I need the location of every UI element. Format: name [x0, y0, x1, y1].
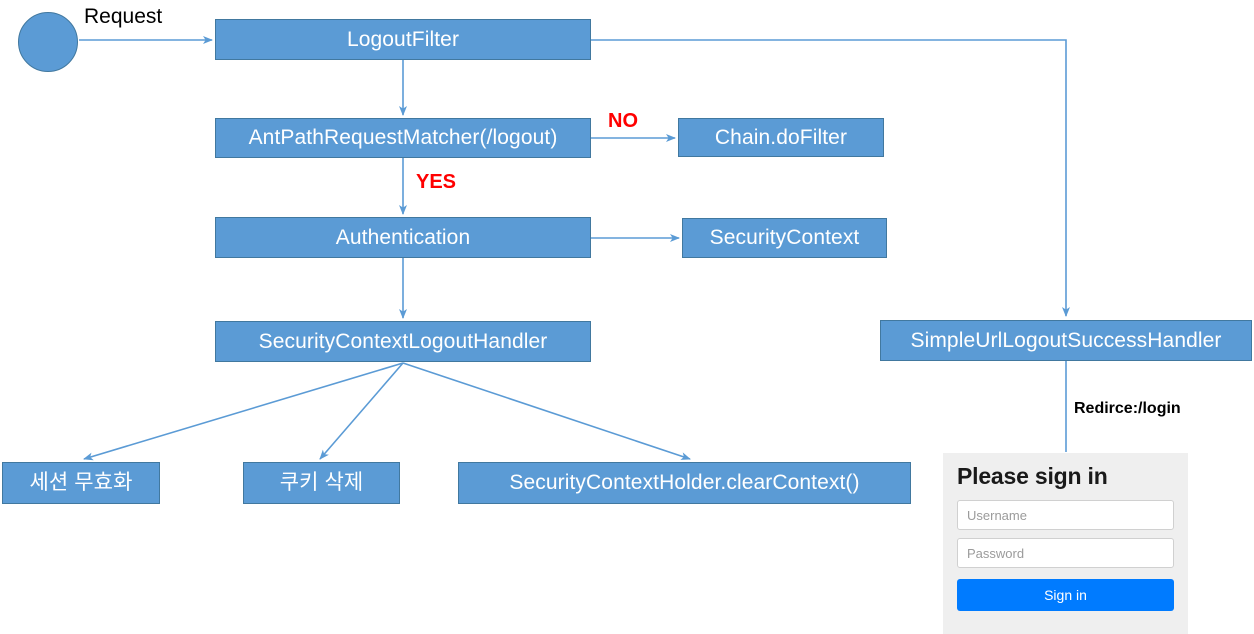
node-session-invalidate[interactable]: 세션 무효화 [2, 462, 160, 504]
edge-label-request: Request [84, 5, 163, 28]
node-chain-dofilter[interactable]: Chain.doFilter [678, 118, 884, 157]
node-session-invalidate-label: 세션 무효화 [29, 471, 133, 495]
signin-panel: Please sign in Username Password Sign in [943, 453, 1188, 634]
edge-label-redirect: Redirce:/login [1074, 400, 1181, 417]
node-ant-path-request-matcher-label: AntPathRequestMatcher(/logout) [248, 126, 558, 150]
signin-submit-button[interactable]: Sign in [957, 579, 1174, 611]
edge-logouthandler-to-clearcontext [402, 362, 691, 460]
node-security-context-logout-handler[interactable]: SecurityContextLogoutHandler [215, 321, 591, 362]
node-logout-filter[interactable]: LogoutFilter [215, 19, 591, 60]
node-cookie-delete[interactable]: 쿠키 삭제 [243, 462, 400, 504]
edge-logouthandler-to-session [83, 362, 404, 461]
node-chain-dofilter-label: Chain.doFilter [714, 125, 848, 149]
node-cookie-delete-label: 쿠키 삭제 [279, 471, 364, 495]
signin-title: Please sign in [957, 463, 1108, 489]
node-clear-context-label: SecurityContextHolder.clearContext() [509, 471, 860, 495]
password-input[interactable]: Password [957, 538, 1174, 568]
node-simple-url-logout-success-handler[interactable]: SimpleUrlLogoutSuccessHandler [880, 320, 1252, 361]
edge-label-yes: YES [416, 171, 457, 193]
node-clear-context[interactable]: SecurityContextHolder.clearContext() [458, 462, 911, 504]
node-security-context-label: SecurityContext [709, 226, 860, 250]
node-security-context[interactable]: SecurityContext [682, 218, 887, 258]
node-simple-url-logout-success-handler-label: SimpleUrlLogoutSuccessHandler [910, 328, 1222, 352]
edge-logoutfilter-to-successhandler [591, 39, 1070, 317]
node-authentication[interactable]: Authentication [215, 217, 591, 258]
username-input[interactable]: Username [957, 500, 1174, 530]
node-ant-path-request-matcher[interactable]: AntPathRequestMatcher(/logout) [215, 118, 591, 158]
edge-logouthandler-to-cookie [319, 362, 404, 460]
node-security-context-logout-handler-label: SecurityContextLogoutHandler [258, 329, 548, 353]
request-start-node [18, 12, 78, 72]
edge-label-no: NO [608, 110, 638, 132]
node-logout-filter-label: LogoutFilter [346, 27, 460, 51]
node-authentication-label: Authentication [335, 225, 471, 249]
